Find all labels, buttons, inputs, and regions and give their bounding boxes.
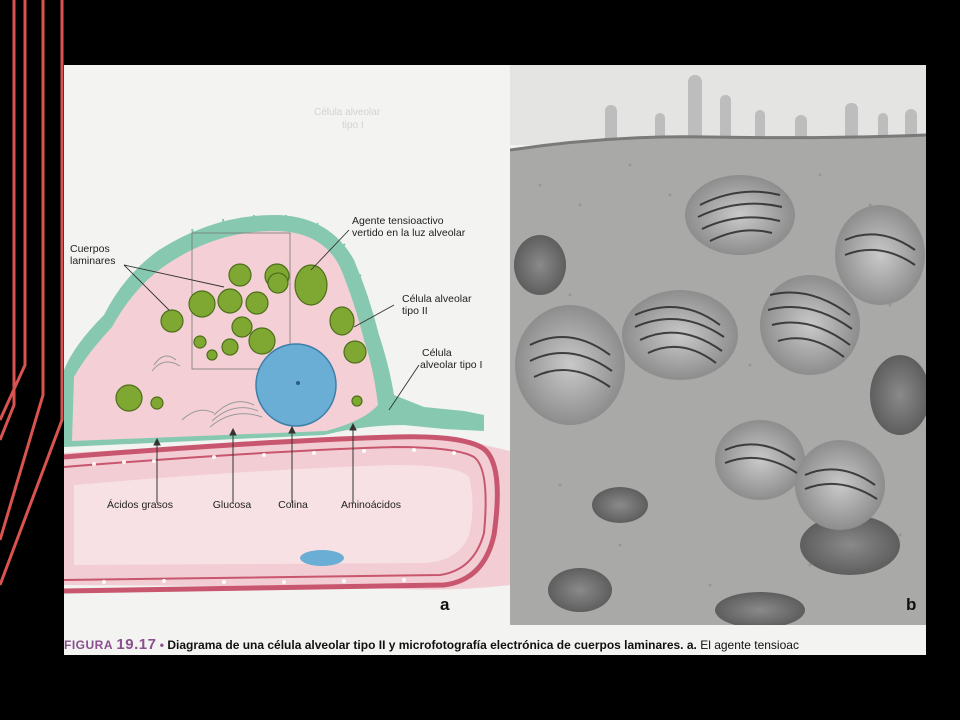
microvilli: [119, 214, 372, 316]
figure-caption: FIGURA 19.17 • Diagrama de una célula al…: [64, 636, 926, 654]
label-agente-tensioactivo: Agente tensioactivo vertido en la luz al…: [352, 215, 466, 239]
faint-label-line1: Célula alveolar: [314, 107, 381, 118]
label-acidos-grasos: Ácidos grasos: [107, 499, 173, 511]
deco-line-1: [0, 0, 16, 441]
label-celula-alveolar-tipo-ii: Célula alveolar tipo II: [402, 293, 472, 317]
panel-b-micrograph: b: [509, 65, 926, 628]
label-cuerpos-laminares: Cuerpos laminares: [70, 243, 116, 267]
caption-text-bold: Diagrama de una célula alveolar tipo II …: [167, 638, 697, 652]
lamellar-bodies: [115, 263, 367, 412]
endothelial-nucleus: [300, 550, 344, 566]
capillary-outline: [64, 434, 500, 594]
capillary-lumen: [74, 465, 473, 565]
lamellar-stripes: [529, 190, 916, 500]
textbook-figure: Célula alveolar tipo I: [64, 65, 926, 655]
cell-body: [72, 231, 378, 441]
label-aminoacidos: Aminoácidos: [340, 499, 402, 511]
deco-line-2: [0, 0, 27, 421]
endothelial-vesicles: [92, 448, 456, 584]
deco-line-4: [0, 0, 64, 586]
capillary-inner-line: [64, 445, 487, 581]
leader-lines: [123, 229, 420, 411]
panel-a-diagram: Célula alveolar tipo I: [64, 65, 510, 625]
label-celula-alveolar-tipo-i: Célula alveolar tipo I: [420, 347, 483, 371]
mitochondria: [514, 235, 926, 628]
label-glucosa: Glucosa: [212, 499, 252, 511]
golgi-apparatus: [151, 355, 263, 428]
cell-diagram: Célula alveolar tipo I: [64, 107, 510, 594]
caption-figure-label: FIGURA 19.17: [64, 636, 157, 653]
label-colina: Colina: [278, 499, 308, 511]
electron-micrograph: [509, 65, 926, 628]
caption-bullet: •: [159, 638, 164, 652]
faint-label-line2: tipo I: [342, 120, 364, 131]
nucleus: [255, 343, 337, 427]
panel-a-letter: a: [440, 595, 450, 614]
deco-line-3: [0, 0, 45, 541]
uptake-arrows: [153, 422, 357, 503]
caption-text-normal: El agente tensioac: [696, 638, 799, 652]
panel-b-letter: b: [906, 595, 917, 614]
